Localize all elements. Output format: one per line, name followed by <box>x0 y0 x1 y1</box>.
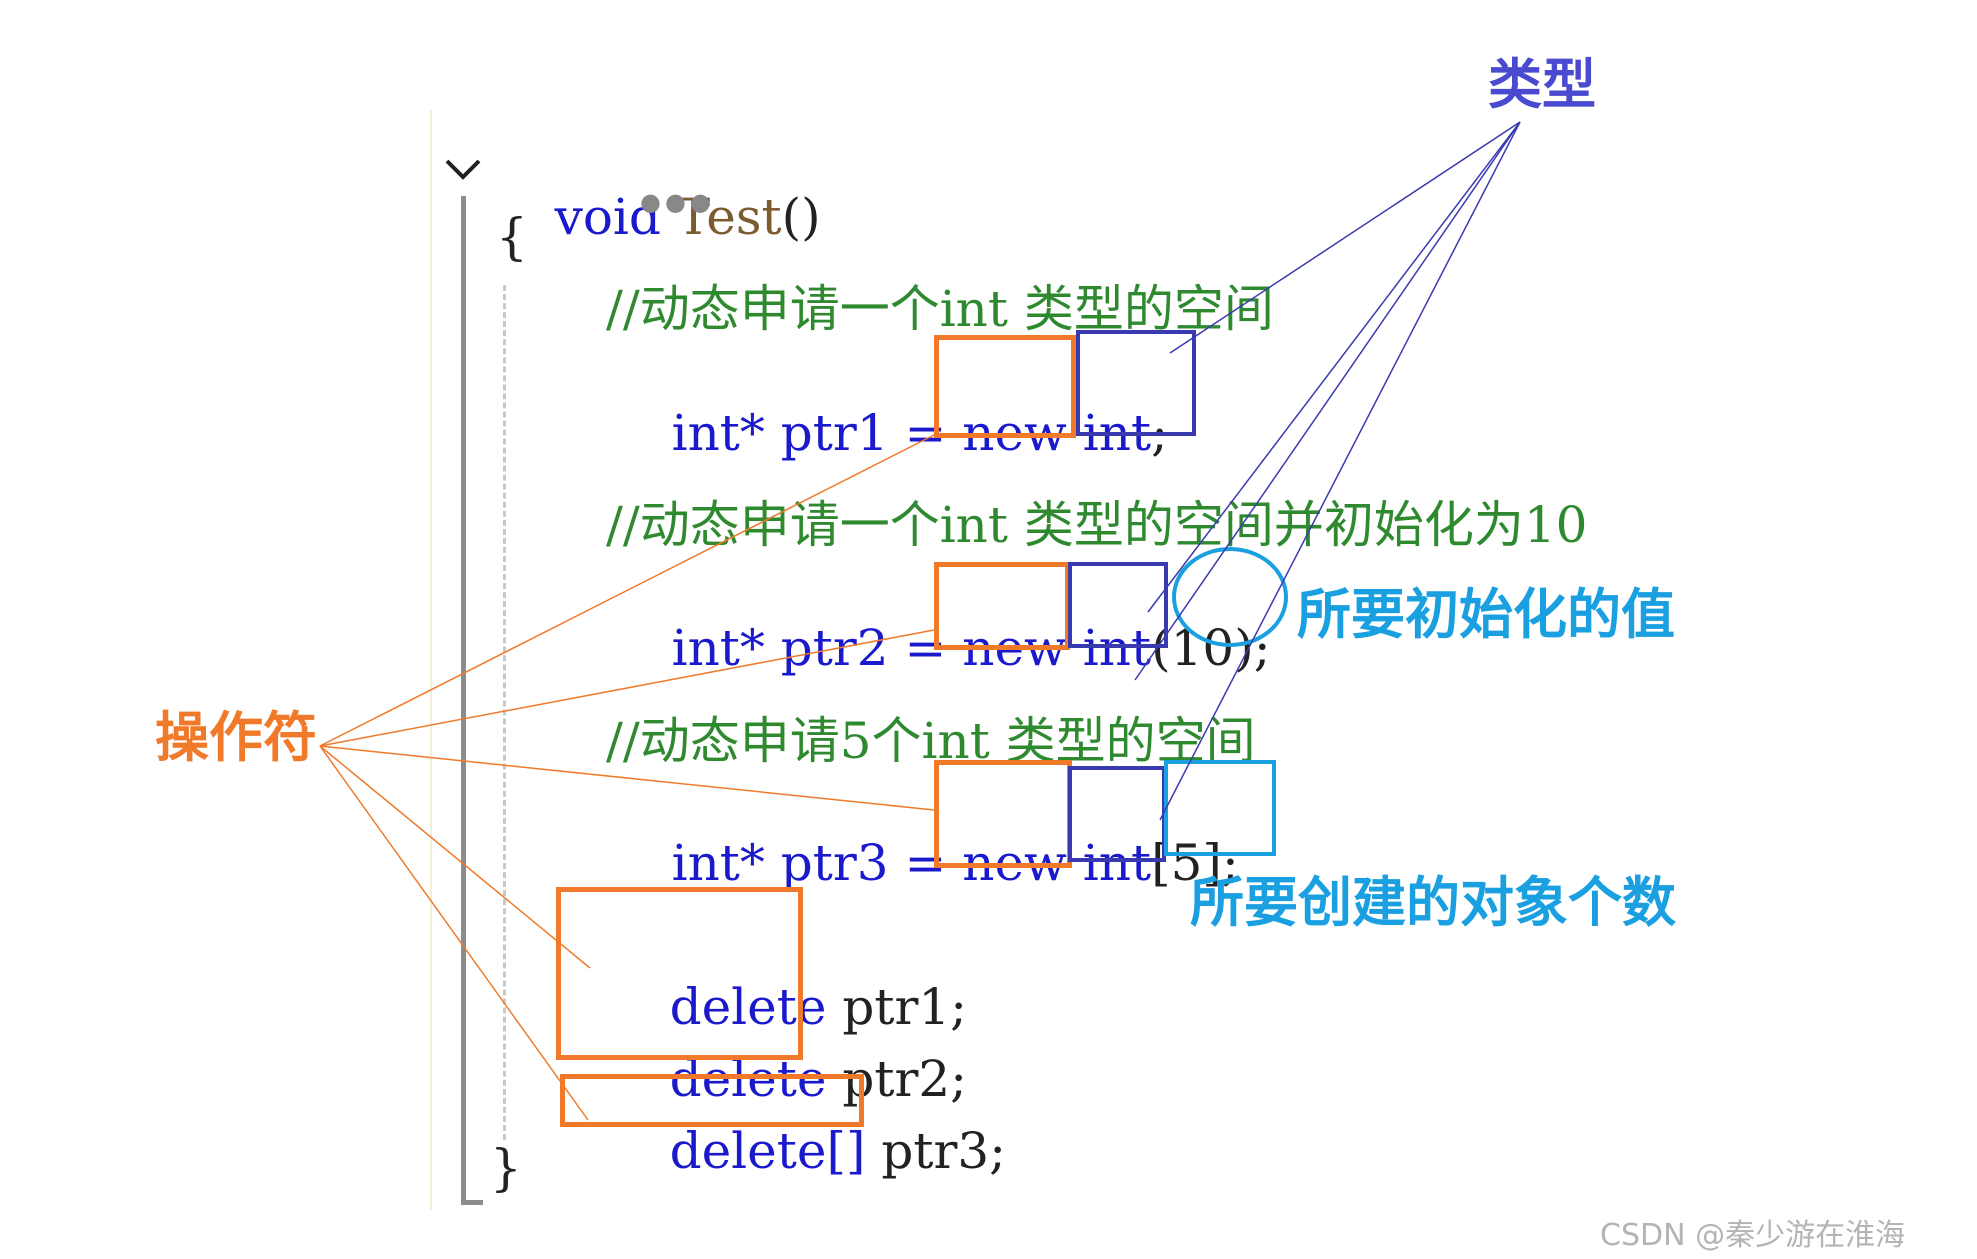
new-box-1 <box>934 335 1076 438</box>
type-2: int <box>1082 619 1152 677</box>
editor-margin-line <box>430 110 432 1210</box>
init-value-ellipse <box>1172 547 1288 647</box>
chevron-down-icon[interactable] <box>443 155 483 185</box>
operator-connector-4 <box>319 745 591 969</box>
operator-connector-3 <box>319 745 935 811</box>
function-signature: void Test() <box>491 142 821 292</box>
delete-arg-1: ptr1; <box>842 978 968 1036</box>
close-brace: } <box>490 1139 522 1197</box>
count-label: 所要创建的对象个数 <box>1190 871 1676 934</box>
delete-box <box>556 887 803 1060</box>
delete-arg-3: ptr3; <box>881 1122 1007 1180</box>
ellipsis-hint-icon: ●●● <box>640 188 715 216</box>
indent-guide-line <box>503 285 506 1140</box>
decl-1: int* ptr1 = <box>671 404 947 462</box>
comment-line-1: //动态申请一个int 类型的空间 <box>606 280 1274 338</box>
operator-connector-1 <box>319 434 935 747</box>
function-name: Test <box>676 188 782 246</box>
watermark: CSDN @秦少游在淮海 <box>1600 1218 1906 1253</box>
type-3: int <box>1082 834 1152 892</box>
function-parens: () <box>781 188 821 246</box>
operator-label: 操作符 <box>155 706 317 769</box>
operator-connector-2 <box>319 629 935 747</box>
delete-line-2: delete ptr2; <box>606 1004 967 1154</box>
type-connector-4 <box>1159 121 1521 821</box>
init-value-label: 所要初始化的值 <box>1297 583 1675 646</box>
comment-line-2: //动态申请一个int 类型的空间并初始化为10 <box>606 496 1588 554</box>
fold-bracket-end <box>461 1200 483 1205</box>
delete-line-3: delete[] ptr3; <box>606 1076 1006 1226</box>
delete-array-operator: delete[] <box>669 1122 866 1180</box>
fold-bracket-line <box>461 196 466 1202</box>
void-keyword: void <box>554 188 661 246</box>
delete-operator-2: delete <box>669 1050 827 1108</box>
open-brace: { <box>496 208 528 266</box>
type-connector-2 <box>1147 121 1521 613</box>
type-connector-1 <box>1169 121 1521 354</box>
type-connector-3 <box>1134 121 1521 681</box>
decl-3: int* ptr3 = <box>671 834 947 892</box>
new-box-2 <box>934 562 1070 650</box>
type-label: 类型 <box>1488 53 1596 116</box>
delete-array-box <box>560 1074 864 1127</box>
operator-connector-5 <box>319 745 589 1121</box>
semicolon-3: ; <box>1221 834 1239 892</box>
type-box-1 <box>1076 330 1196 436</box>
type-box-2 <box>1068 562 1168 648</box>
decl-2: int* ptr2 = <box>671 619 947 677</box>
comment-line-3: //动态申请5个int 类型的空间 <box>606 712 1256 770</box>
